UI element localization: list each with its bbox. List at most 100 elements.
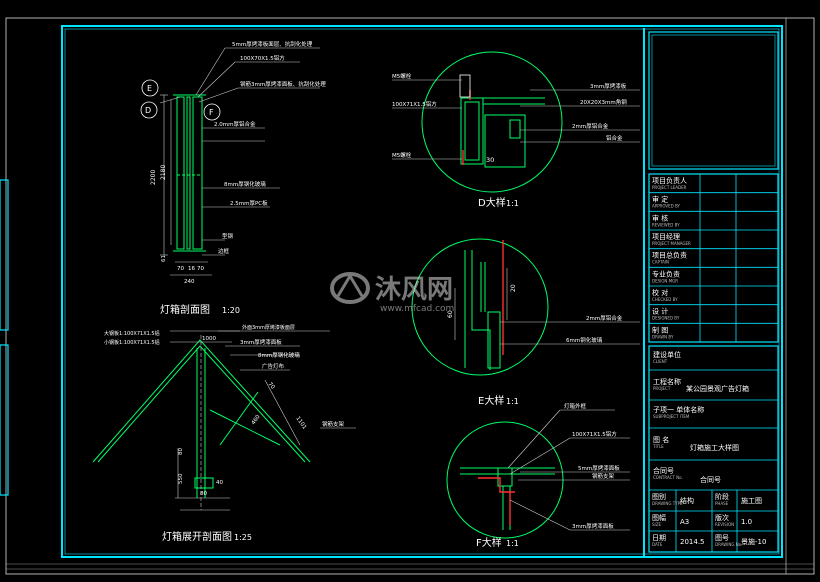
tb-unit-en: CLIENT [653, 359, 668, 364]
callout: 3mm厚烤漆板 [590, 82, 627, 90]
tb-role-en: DRAWN BY [652, 334, 674, 339]
callout: 型钢 [222, 232, 234, 240]
callout: 2.5mm厚PC板 [230, 199, 268, 207]
tb-meta-label: 阶段 [715, 492, 729, 501]
dim: 61 [161, 255, 167, 262]
dim: 240 [184, 279, 195, 285]
callout: 外面3mm厚烤漆板面层 [242, 324, 295, 331]
tb-role-en: CAPTAIN [652, 260, 669, 265]
detail-scale: 1:1 [506, 199, 519, 208]
dim: 16 [188, 266, 195, 272]
detail-d: M5螺栓 100X71X1.5铝方 M5螺栓 3mm厚烤漆板 20X20X3mm… [392, 51, 640, 209]
callout: 大钢板1:100X71X1.5铝 [104, 330, 160, 337]
detail-title: F大样 [476, 536, 502, 549]
callout: 20X20X3mm角钢 [580, 98, 627, 106]
section-title: 灯箱展开剖面图 [162, 530, 232, 543]
watermark: 沐风网 www.mfcad.com [330, 272, 454, 314]
callout: 100X70X1.5铝方 [240, 54, 285, 62]
tb-meta-en: SIZE [652, 522, 661, 527]
watermark-url: www.mfcad.com [380, 304, 454, 314]
dim: 1101 [294, 416, 307, 431]
detail-f: 灯箱外框 100X71X1.5铝方 5mm厚烤漆面板 钢筋支架 3mm厚烤漆面板… [446, 402, 630, 549]
tb-drawing-en: TITLE [652, 444, 664, 449]
callout: 钢筋支架 [322, 420, 345, 428]
tb-project-en: PROJECT [653, 386, 671, 391]
callout: 2mm厚铝合金 [586, 314, 623, 322]
callout: 灯箱外框 [564, 402, 587, 410]
tb-meta-value: 结构 [680, 496, 694, 505]
tb-contract-value: 合同号 [700, 475, 721, 484]
section-scale: 1:20 [222, 306, 240, 315]
callout: 钢筋3mm厚烤漆面板、抗刮化处理 [240, 80, 326, 88]
dim: 30 [486, 156, 494, 164]
tb-meta-label: 图别 [652, 492, 666, 501]
tb-meta-value: 景施-10 [741, 537, 766, 546]
detail-e: 2mm厚铝合金 6mm钢化玻璃 20 60 E大样 1:1 [411, 238, 640, 407]
dim: 70 [197, 266, 204, 272]
tb-role-en: DESIGNED BY [652, 316, 680, 321]
tb-role-label: 专业负责 [652, 269, 680, 278]
callout: 100X71X1.5铝方 [392, 100, 437, 108]
tag-e: E [147, 84, 152, 93]
dim: 40 [216, 480, 223, 486]
tb-role-en: CHECKED BY [652, 297, 678, 302]
tag-d: D [145, 106, 151, 115]
tb-meta-value: A3 [680, 518, 689, 526]
tb-item-label: 子项一 单体名称 [653, 405, 704, 414]
tb-meta-en: DRAWING No. [715, 542, 742, 547]
dim: 550 [178, 473, 184, 484]
tb-meta-en: DRAWING TYPE [652, 501, 683, 506]
detail-scale: 1:1 [506, 397, 519, 406]
tb-role-en: PROJECT LEADER [652, 185, 687, 190]
callout: 2mm厚铝合金 [572, 122, 609, 130]
tb-unit-label: 建设单位 [653, 350, 681, 359]
tb-meta-label: 日期 [652, 534, 666, 542]
watermark-brand: 沐风网 [375, 275, 453, 305]
dim: 460 [251, 414, 262, 426]
watermark-logo-icon [330, 272, 370, 304]
dim: 2180 [160, 165, 167, 180]
tb-role-label: 项目负责人 [652, 176, 687, 185]
callout: 铝合金 [606, 134, 623, 142]
dim: 20 [510, 284, 517, 292]
tb-meta-en: REVISION [715, 522, 734, 527]
tb-role-en: PROJECT MANAGER [652, 241, 691, 246]
tb-meta-label: 版次 [715, 513, 729, 522]
dim: 70 [177, 266, 184, 272]
tb-meta-en: PHASE [715, 501, 729, 506]
callout: 6mm钢化玻璃 [566, 336, 603, 344]
tb-meta-value: 1.0 [741, 518, 752, 526]
callout: M5螺栓 [392, 151, 412, 159]
tb-role-label: 审 定 [652, 195, 668, 204]
callout: M5螺栓 [392, 72, 412, 80]
tb-role-en: REVIEWED BY [652, 222, 680, 227]
detail-title: D大样 [478, 196, 506, 209]
callout: 广告灯布 [262, 362, 285, 370]
detail-title: E大样 [478, 394, 504, 407]
section-light-box-expanded: 大钢板1:100X71X1.5铝 小钢板1:100X71X1.5铝 外面3mm厚… [92, 324, 356, 543]
tb-project-value: 某公园景观广告灯箱 [686, 384, 749, 393]
tb-meta-label: 图号 [715, 534, 729, 542]
callout: 边框 [218, 247, 230, 255]
detail-scale: 1:1 [506, 539, 519, 548]
tb-meta-label: 图幅 [652, 513, 666, 522]
dim: 80 [178, 448, 184, 455]
section-light-box: E D F 5mm厚烤漆板面层、抗刮化处理 100X70X1.5铝方 钢筋3mm… [140, 40, 326, 316]
callout: 钢筋支架 [592, 472, 615, 480]
tb-role-en: APPROVED BY [652, 204, 681, 209]
callout: 8mm厚钢化玻璃 [258, 351, 300, 359]
tb-meta-en: DATE [652, 542, 663, 547]
tb-drawing-label: 图 名 [653, 435, 669, 444]
dim: 60 [447, 310, 454, 318]
tb-item-en: SUBPROJECT ITEM [653, 414, 690, 419]
callout: 8mm厚钢化玻璃 [224, 180, 266, 188]
drawing-frame [0, 17, 815, 575]
callout: 100X71X1.5铝方 [572, 430, 617, 438]
section-scale: 1:25 [234, 533, 252, 542]
tb-meta-value: 2014.5 [680, 538, 705, 546]
tb-drawing-value: 灯箱施工大样图 [690, 443, 739, 452]
tb-role-label: 审 核 [652, 213, 668, 222]
tb-role-label: 设 计 [652, 307, 668, 316]
tag-f: F [209, 108, 214, 117]
